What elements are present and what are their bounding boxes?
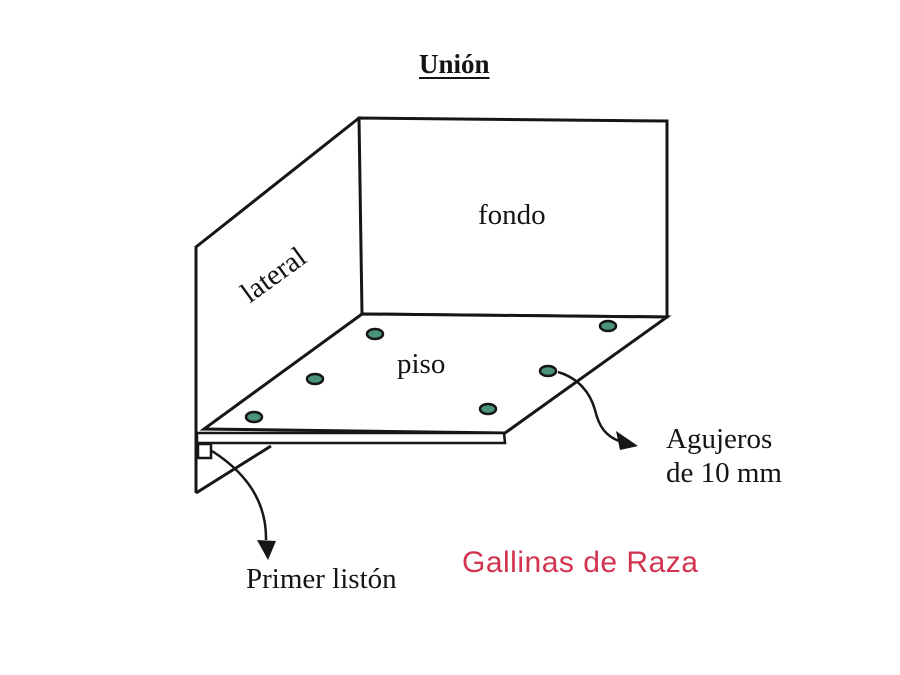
agujeros-arrowhead	[616, 431, 638, 450]
fondo-label: fondo	[478, 199, 546, 231]
piso-label: piso	[397, 348, 446, 380]
liston-notch	[196, 442, 213, 460]
primer-liston-arrow	[211, 449, 268, 541]
agujero-hole	[598, 319, 618, 333]
agujero-hole	[365, 327, 385, 341]
diagram-title: Unión	[419, 49, 490, 79]
agujero-hole	[538, 364, 558, 378]
watermark-text: Gallinas de Raza	[462, 546, 699, 579]
lateral-top-edge	[195, 116, 360, 249]
agujeros-arrow	[557, 370, 620, 443]
agujero-hole	[478, 402, 498, 416]
agujeros-label-line2: de 10 mm	[666, 457, 782, 489]
agujeros-label-line1: Agujeros	[666, 423, 773, 455]
agujeros-label: Agujeros de 10 mm	[666, 422, 816, 490]
liston-strip	[195, 431, 507, 445]
holes-group	[244, 319, 618, 424]
lateral-panel	[194, 116, 360, 495]
lateral-bottom-edge	[195, 444, 272, 495]
agujero-hole	[305, 372, 325, 386]
primer-liston-arrowhead	[257, 540, 276, 560]
agujero-hole	[244, 410, 264, 424]
primer-liston-label: Primer listón	[246, 563, 397, 595]
